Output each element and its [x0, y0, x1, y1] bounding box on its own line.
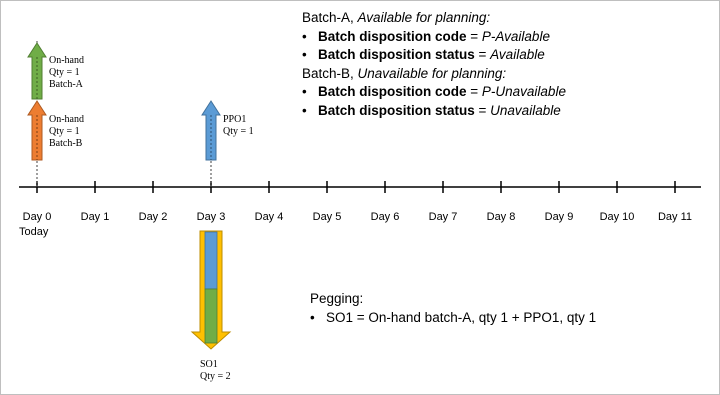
batch-a-code-value: P-Available — [481, 28, 550, 44]
batch-b-status-value: Unavailable — [490, 102, 561, 118]
pegging-item: • SO1 = On-hand batch-A, qty 1 + PPO1, qt… — [310, 308, 596, 327]
batch-b-status-label: Batch disposition status — [318, 102, 475, 118]
equals-sign: = — [466, 28, 482, 44]
day-label: Day 1 — [80, 211, 110, 223]
pegging-section: Pegging: • SO1 = On-hand batch-A, qty 1 +… — [310, 289, 596, 327]
day-label: Day 9 — [544, 211, 574, 223]
batch-b-code-label: Batch disposition code — [318, 84, 467, 99]
so1-inner-green-segment — [204, 288, 218, 344]
onhand-batch-a-line-3: Batch-A — [49, 79, 83, 90]
day-label: Day 3 — [196, 211, 226, 223]
batch-a-status-value: Available — [490, 47, 545, 62]
batch-planning-info: Batch-A, Available for planning: • Batch … — [302, 9, 566, 120]
batch-b-code-value: P-Unavailable — [481, 84, 566, 99]
equals-sign: = — [474, 47, 491, 62]
ppo1-line-2: Qty = 1 — [223, 126, 254, 137]
pegging-item-text: SO1 = On-hand batch-A, qty 1 + PPO1, qty… — [326, 310, 597, 325]
onhand-batch-a-label: On-hand Qty = 1 Batch-A — [49, 55, 84, 91]
batch-a-heading: Batch-A, Available for planning: — [302, 9, 566, 28]
batch-b-planning-state: Unavailable for planning: — [357, 65, 507, 81]
batch-b-heading: Batch-B, Unavailable for planning: — [302, 65, 566, 84]
ppo1-line-1: PPO1 — [223, 114, 247, 125]
batch-a-code-label: Batch disposition code — [318, 28, 467, 44]
batch-a-planning-state: Available for planning: — [357, 10, 491, 25]
bullet-icon: • — [302, 84, 307, 99]
bullet-icon: • — [302, 28, 307, 44]
batch-b-code-item: • Batch disposition code = P-Unavailable — [302, 83, 566, 102]
bullet-icon: • — [302, 47, 307, 62]
day-label: Day 5 — [312, 211, 342, 223]
day-label: Day 2 — [138, 211, 168, 223]
so1-line-1: SO1 — [200, 359, 218, 370]
onhand-batch-a-line-2: Qty = 1 — [49, 67, 80, 78]
batch-a-name: Batch-A, — [302, 10, 354, 25]
equals-sign: = — [474, 102, 491, 118]
batch-a-code-item: • Batch disposition code = P-Available — [302, 28, 566, 47]
day-label: Day 6 — [370, 211, 400, 223]
day-label: Day 4 — [254, 211, 284, 223]
onhand-batch-a-line-1: On-hand — [49, 55, 84, 66]
batch-a-status-label: Batch disposition status — [318, 47, 475, 62]
onhand-batch-b-line-2: Qty = 1 — [49, 126, 80, 137]
onhand-batch-b-arrow — [27, 100, 47, 161]
batch-b-status-item: • Batch disposition status = Unavailable — [302, 102, 566, 121]
onhand-batch-b-line-1: On-hand — [49, 114, 84, 125]
batch-b-name: Batch-B, — [302, 65, 354, 81]
so1-label: SO1 Qty = 2 — [200, 359, 231, 383]
bullet-icon: • — [302, 102, 307, 118]
day-label: Day 11 — [657, 211, 693, 223]
ppo1-arrow — [201, 100, 221, 161]
so1-line-2: Qty = 2 — [200, 371, 231, 382]
batch-a-status-item: • Batch disposition status = Available — [302, 46, 566, 65]
onhand-batch-b-label: On-hand Qty = 1 Batch-B — [49, 114, 84, 150]
day-label: Day 8 — [486, 211, 516, 223]
day-label: Day 0 — [22, 211, 52, 223]
equals-sign: = — [466, 84, 482, 99]
bullet-icon: • — [310, 310, 315, 325]
ppo1-label: PPO1 Qty = 1 — [223, 114, 254, 138]
day-label: Day 10 — [599, 211, 635, 223]
onhand-batch-b-line-3: Batch-B — [49, 138, 83, 149]
day-label: Day 7 — [428, 211, 458, 223]
so1-inner-blue-segment — [204, 231, 218, 290]
pegging-title: Pegging: — [310, 291, 364, 306]
today-label: Today — [19, 226, 49, 238]
